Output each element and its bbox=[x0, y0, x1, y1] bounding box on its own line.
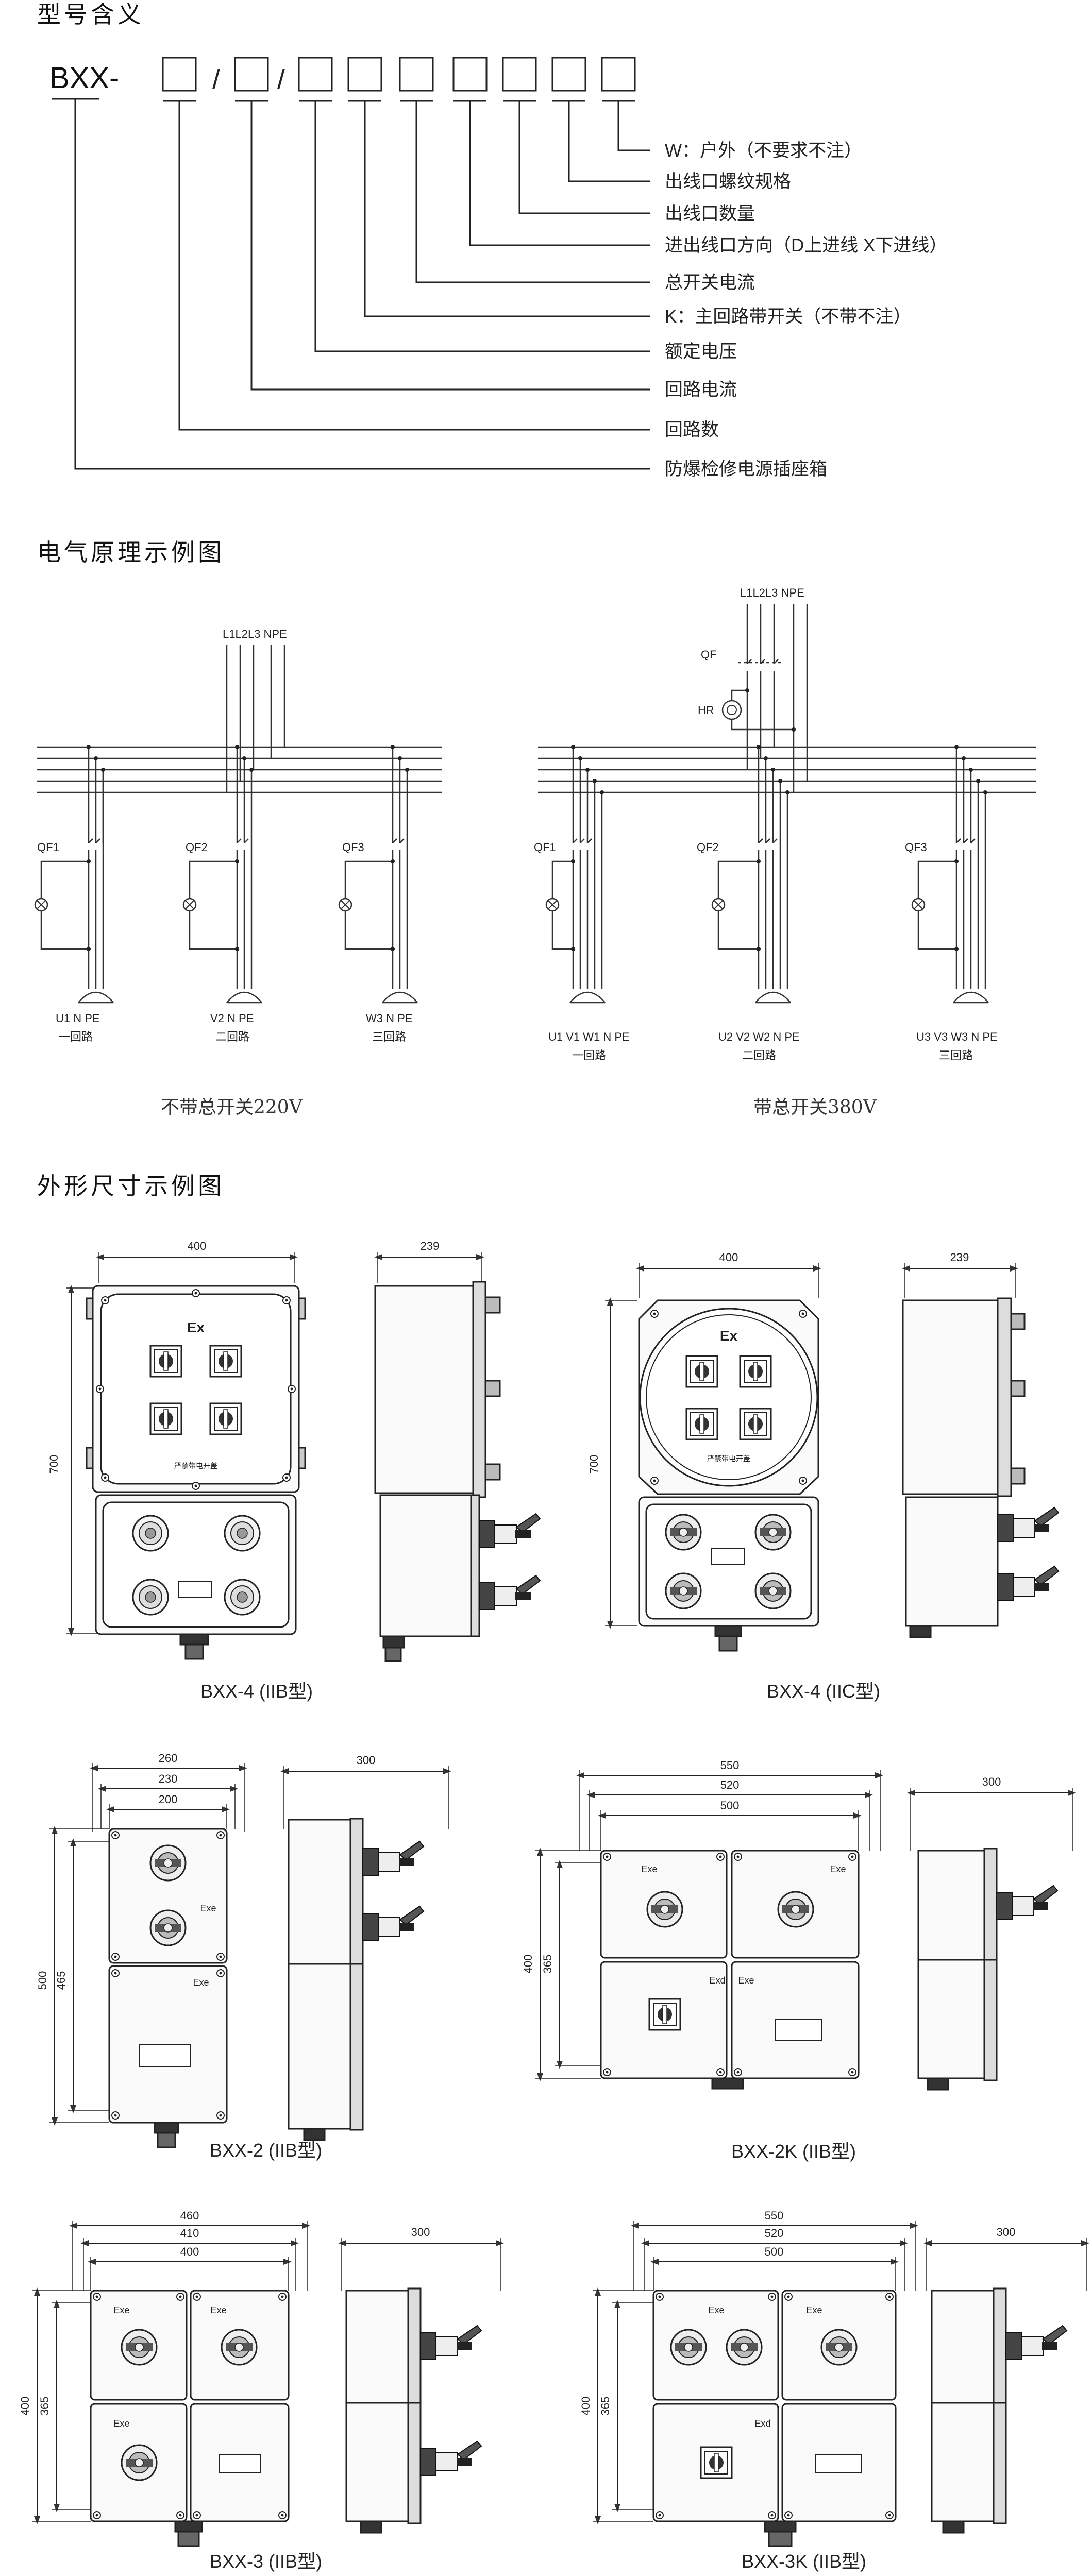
section-title-dimensions: 外形尺寸示例图 bbox=[37, 1172, 225, 1200]
right-c2: 二回路 bbox=[742, 1049, 776, 1062]
d6-exe-1: Exe bbox=[708, 2305, 724, 2315]
d3-w2: 230 bbox=[159, 1772, 178, 1785]
right-qf2: QF2 bbox=[697, 841, 719, 854]
d2-plate: 严禁带电开盖 bbox=[707, 1454, 750, 1463]
model-code-diagram: / / W：户外（不要求不注） 出线口螺纹规格 出线口数量 进出线口方向（D上进… bbox=[52, 57, 947, 479]
d5-w3: 400 bbox=[180, 2245, 199, 2258]
section-title-model: 型号含义 bbox=[37, 1, 144, 28]
left-supply-label: L1L2L3 NPE bbox=[223, 628, 287, 640]
d6-w2: 520 bbox=[765, 2227, 784, 2240]
drawing-bxx4-iib bbox=[66, 1252, 306, 1660]
d3-exe-2: Exe bbox=[193, 1977, 209, 1988]
d1-width: 400 bbox=[188, 1240, 207, 1252]
d1-ex: Ex bbox=[187, 1319, 205, 1335]
d5-exe-2: Exe bbox=[210, 2305, 226, 2315]
legend-3: 出线口数量 bbox=[665, 204, 755, 224]
d6-caption: BXX-3K (IIB型) bbox=[742, 2551, 866, 2572]
right-out1: U1 V1 W1 N PE bbox=[548, 1030, 630, 1043]
legend-4: 进出线口方向（D上进线 X下进线） bbox=[665, 235, 947, 256]
d3-w1: 260 bbox=[159, 1752, 178, 1765]
d2-height: 700 bbox=[587, 1455, 600, 1474]
d2-side: 239 bbox=[950, 1251, 969, 1264]
d2-width: 400 bbox=[719, 1251, 738, 1264]
right-out2: U2 V2 W2 N PE bbox=[718, 1030, 800, 1043]
d5-side: 300 bbox=[411, 2226, 430, 2239]
d6-exe-2: Exe bbox=[806, 2305, 822, 2315]
d4-exd: Exd bbox=[709, 1975, 725, 1986]
d4-w3: 500 bbox=[720, 1799, 740, 1812]
right-schematic-caption: 带总开关380V bbox=[753, 1097, 877, 1118]
right-out3: U3 V3 W3 N PE bbox=[916, 1030, 998, 1043]
legend-2: 出线口螺纹规格 bbox=[665, 172, 791, 192]
right-supply-label: L1L2L3 NPE bbox=[740, 586, 804, 599]
d5-exe-1: Exe bbox=[113, 2305, 129, 2315]
d1-plate: 严禁带电开盖 bbox=[174, 1462, 217, 1470]
d2-ex: Ex bbox=[720, 1328, 738, 1344]
section-title-schematic: 电气原理示例图 bbox=[37, 538, 225, 566]
legend-5: 总开关电流 bbox=[665, 273, 755, 293]
d5-h2: 365 bbox=[38, 2397, 51, 2416]
d4-caption: BXX-2K (IIB型) bbox=[731, 2141, 856, 2162]
right-c3: 三回路 bbox=[939, 1049, 973, 1062]
slash-1: / bbox=[212, 64, 220, 95]
d4-w2: 520 bbox=[720, 1778, 740, 1791]
right-qf-main: QF bbox=[701, 648, 717, 661]
d4-exe-2: Exe bbox=[830, 1864, 846, 1874]
left-c3: 三回路 bbox=[372, 1030, 406, 1043]
model-prefix: BXX- bbox=[49, 61, 120, 95]
left-c1: 一回路 bbox=[59, 1030, 93, 1043]
d4-side: 300 bbox=[982, 1775, 1001, 1788]
d1-side: 239 bbox=[421, 1240, 440, 1252]
d1-height: 700 bbox=[47, 1455, 60, 1474]
legend-6: K：主回路带开关（不带不注） bbox=[665, 307, 911, 327]
d5-caption: BXX-3 (IIB型) bbox=[210, 2551, 322, 2572]
d4-exe-1: Exe bbox=[641, 1864, 657, 1874]
dimension-drawings: 400 700 Ex 严禁带电开盖 239 BXX-4 (IIB型) bbox=[19, 1240, 1089, 2572]
legend-10: 防爆检修电源插座箱 bbox=[665, 459, 827, 479]
d2-caption: BXX-4 (IIC型) bbox=[767, 1681, 880, 1702]
d3-exe-1: Exe bbox=[200, 1903, 216, 1913]
right-qf3: QF3 bbox=[905, 841, 927, 854]
d4-exe-3: Exe bbox=[738, 1975, 754, 1986]
left-qf2: QF2 bbox=[186, 841, 208, 854]
legend-9: 回路数 bbox=[665, 420, 719, 440]
right-c1: 一回路 bbox=[572, 1049, 606, 1062]
d1-caption: BXX-4 (IIB型) bbox=[200, 1681, 313, 1702]
left-out1: U1 N PE bbox=[56, 1012, 100, 1025]
d4-w1: 550 bbox=[720, 1759, 740, 1772]
left-qf1: QF1 bbox=[37, 841, 59, 854]
d6-h2: 365 bbox=[599, 2397, 612, 2416]
d3-h1: 500 bbox=[36, 1971, 49, 1990]
d4-h2: 365 bbox=[541, 1955, 554, 1974]
d6-side: 300 bbox=[997, 2226, 1016, 2239]
left-schematic-caption: 不带总开关220V bbox=[161, 1097, 303, 1118]
legend-1: W：户外（不要求不注） bbox=[665, 141, 862, 161]
right-hr: HR bbox=[698, 704, 714, 717]
left-out2: V2 N PE bbox=[210, 1012, 254, 1025]
d3-w3: 200 bbox=[159, 1793, 178, 1806]
schematic-diagram: L1L2L3 NPE QF1 QF2 QF3 U1 N PE V2 N PE W… bbox=[34, 586, 1036, 1062]
left-out3: W3 N PE bbox=[366, 1012, 412, 1025]
d3-caption: BXX-2 (IIB型) bbox=[210, 2140, 322, 2161]
d3-h2: 465 bbox=[55, 1971, 68, 1990]
d4-h1: 400 bbox=[522, 1955, 534, 1974]
d6-w3: 500 bbox=[765, 2245, 784, 2258]
left-qf3: QF3 bbox=[342, 841, 364, 854]
d5-w1: 460 bbox=[180, 2209, 199, 2222]
d5-exe-3: Exe bbox=[113, 2418, 129, 2429]
d5-h1: 400 bbox=[19, 2397, 31, 2416]
legend-8: 回路电流 bbox=[665, 380, 737, 400]
right-qf1: QF1 bbox=[534, 841, 556, 854]
d6-h1: 400 bbox=[579, 2397, 592, 2416]
slash-2: / bbox=[277, 64, 285, 95]
d6-exd: Exd bbox=[754, 2418, 770, 2429]
d5-w2: 410 bbox=[180, 2227, 199, 2240]
left-c2: 二回路 bbox=[215, 1030, 249, 1043]
d6-w1: 550 bbox=[765, 2209, 784, 2222]
d3-side: 300 bbox=[357, 1754, 376, 1767]
legend-7: 额定电压 bbox=[665, 342, 737, 362]
